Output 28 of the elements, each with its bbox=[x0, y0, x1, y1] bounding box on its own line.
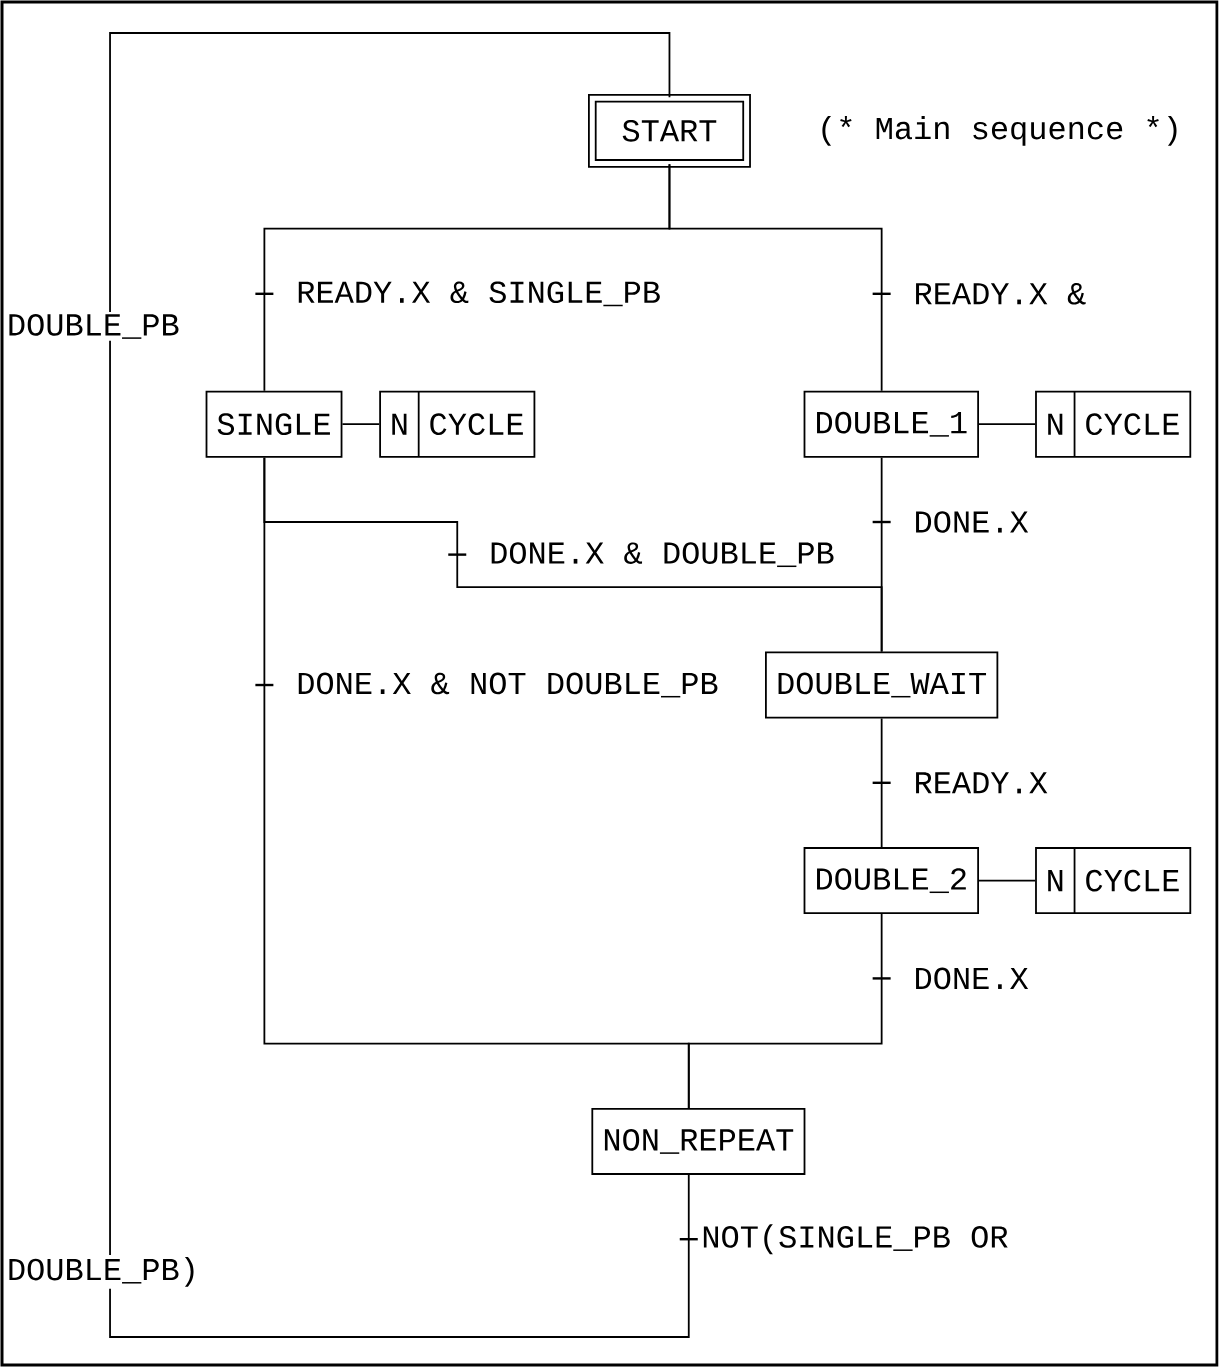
connector-line bbox=[687, 913, 883, 1109]
connector-line bbox=[978, 879, 1036, 882]
transition-label: READY.X & SINGLE_PB bbox=[294, 279, 664, 309]
step-box: NON_REPEAT bbox=[591, 1107, 806, 1175]
transition-label: DONE.X bbox=[911, 509, 1031, 535]
transition-label: DONE.X bbox=[911, 965, 1031, 992]
connector-line bbox=[978, 423, 1036, 426]
transition-label: NOT(SINGLE_PB OR bbox=[699, 1222, 1011, 1257]
initial-step-box: START bbox=[588, 93, 751, 168]
action-box: N CYCLE bbox=[1035, 847, 1192, 915]
step-box: DOUBLE_WAIT bbox=[765, 651, 999, 719]
wrapped-label: DOUBLE_PB bbox=[4, 312, 182, 341]
step-box: SINGLE bbox=[205, 390, 343, 458]
comment-text: (* Main sequence *) bbox=[815, 113, 1184, 148]
step-box: DOUBLE_2 bbox=[803, 847, 979, 915]
connector-line bbox=[109, 32, 690, 1338]
connector-line bbox=[880, 456, 883, 653]
transition-label: DONE.X & DOUBLE_PB bbox=[487, 540, 837, 570]
transition-label: DONE.X & NOT DOUBLE_PB bbox=[294, 670, 721, 700]
connector-line bbox=[341, 423, 381, 426]
connector-line bbox=[668, 163, 883, 392]
wrapped-label: DOUBLE_PB) bbox=[4, 1254, 201, 1289]
transition-label: READY.X & bbox=[911, 281, 1089, 307]
step-box: DOUBLE_1 bbox=[803, 390, 979, 458]
action-box: N CYCLE bbox=[379, 390, 536, 458]
transition-label: READY.X bbox=[911, 770, 1050, 796]
connector-line bbox=[880, 717, 883, 848]
action-box: N CYCLE bbox=[1035, 390, 1192, 458]
